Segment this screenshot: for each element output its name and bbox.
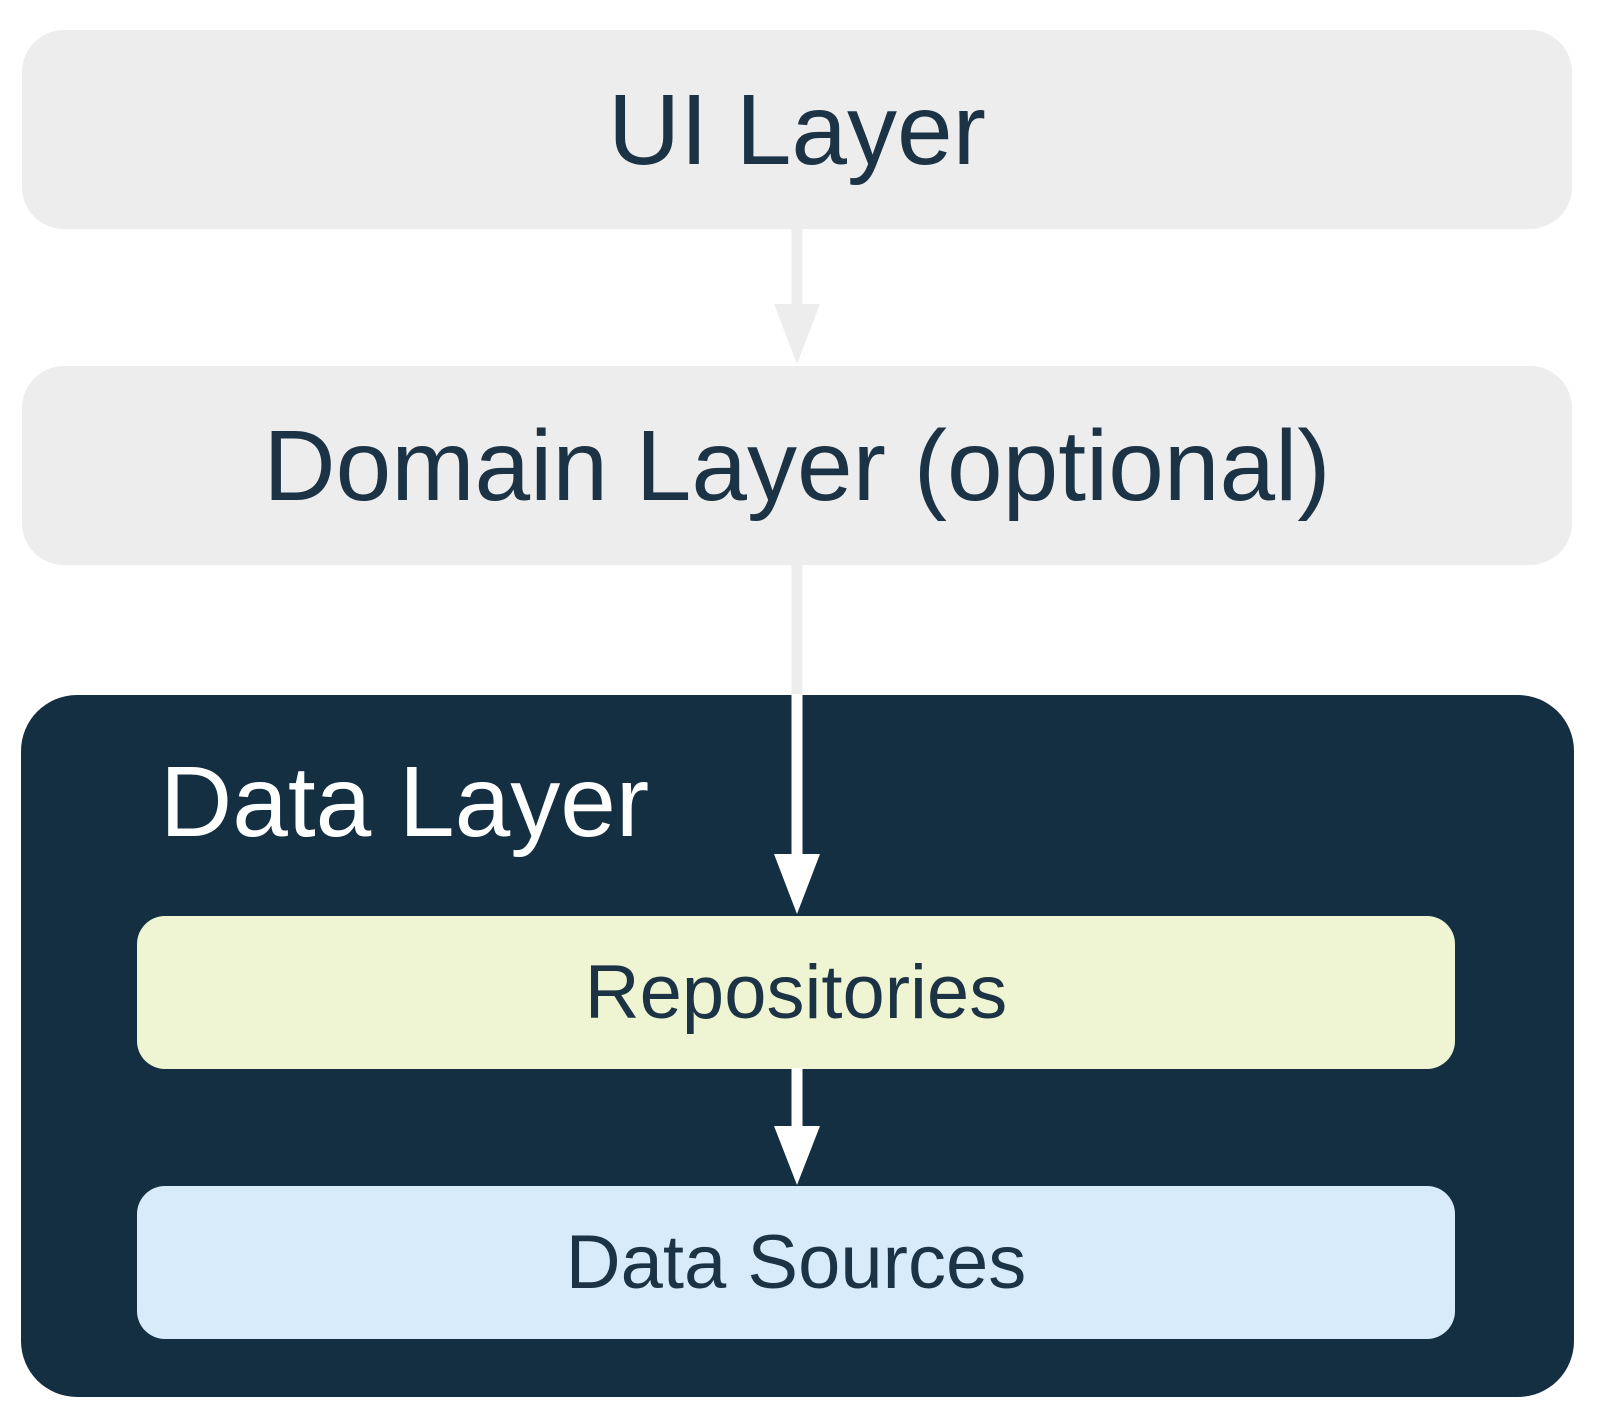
domain-layer-box: Domain Layer (optional) bbox=[22, 366, 1572, 565]
data-sources-box: Data Sources bbox=[137, 1186, 1455, 1339]
domain-layer-label: Domain Layer (optional) bbox=[263, 409, 1331, 522]
data-layer-label: Data Layer bbox=[160, 746, 650, 858]
arrow-ui-to-domain-icon bbox=[774, 228, 820, 364]
ui-layer-label: UI Layer bbox=[608, 73, 986, 186]
repositories-label: Repositories bbox=[584, 949, 1008, 1035]
data-sources-label: Data Sources bbox=[565, 1219, 1027, 1305]
data-layer-box: Data Layer Repositories Data Sources bbox=[21, 695, 1574, 1397]
repositories-box: Repositories bbox=[137, 916, 1455, 1069]
ui-layer-box: UI Layer bbox=[22, 30, 1572, 229]
